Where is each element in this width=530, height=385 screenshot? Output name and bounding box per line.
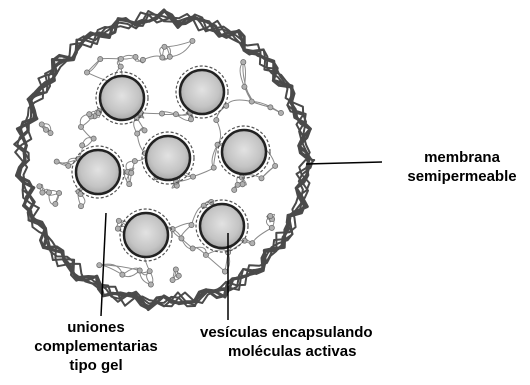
gel-node <box>176 273 181 278</box>
gel-node <box>53 201 58 206</box>
gel-node <box>80 143 85 148</box>
gel-node <box>127 182 132 187</box>
gel-node <box>235 182 240 187</box>
gel-node <box>40 190 45 195</box>
gel-node <box>249 99 254 104</box>
vesicle <box>142 132 194 184</box>
gel-node <box>43 127 48 132</box>
gel-node <box>232 187 237 192</box>
gel-node <box>66 163 71 168</box>
gel-node <box>39 122 44 127</box>
gel-node <box>148 282 153 287</box>
gel-node <box>167 54 172 59</box>
gel-node <box>190 174 195 179</box>
gel-node <box>132 158 137 163</box>
gel-node <box>116 218 121 223</box>
gel-node <box>147 269 152 274</box>
gel-node <box>48 130 53 135</box>
gel-node <box>188 117 193 122</box>
gel-node <box>140 57 145 62</box>
gel-node <box>137 268 142 273</box>
gel-node <box>203 252 208 257</box>
unions-label-line-1: uniones <box>12 318 180 337</box>
gel-node <box>269 225 274 230</box>
gel-node <box>87 112 92 117</box>
gel-node <box>120 272 125 277</box>
gel-node <box>97 263 102 268</box>
vesicle <box>196 200 248 252</box>
gel-node <box>173 112 178 117</box>
gel-node <box>190 246 195 251</box>
gel-node <box>91 136 96 141</box>
gel-node <box>129 170 134 175</box>
vesicle <box>72 146 124 198</box>
gel-node <box>190 38 195 43</box>
gel-node <box>173 267 178 272</box>
gel-node <box>240 182 245 187</box>
gel-node <box>56 190 61 195</box>
gel-node <box>54 159 59 164</box>
gel-node <box>118 64 123 69</box>
unions-label-line-2: complementarias <box>12 337 180 356</box>
gel-node <box>78 204 83 209</box>
vesicles-label-line-1: vesículas encapsulando <box>200 323 460 342</box>
gel-node <box>118 56 123 61</box>
vesicles-label: vesículas encapsulando moléculas activas <box>200 323 460 361</box>
gel-node <box>242 84 247 89</box>
gel-node <box>159 111 164 116</box>
vesicle <box>120 209 172 261</box>
gel-node <box>189 222 194 227</box>
gel-node <box>214 117 219 122</box>
gel-node <box>133 54 138 59</box>
vesicle <box>96 72 148 124</box>
gel-node <box>135 131 140 136</box>
gel-strand <box>100 59 121 60</box>
membrane-label-line-2: semipermeable <box>388 167 530 186</box>
membrane-label: membrana semipermeable <box>388 148 530 186</box>
gel-node <box>273 163 278 168</box>
gel-node <box>241 60 246 65</box>
unions-label-line-3: tipo gel <box>12 356 180 375</box>
gel-node <box>115 226 120 231</box>
gel-node <box>37 184 42 189</box>
gel-node <box>98 56 103 61</box>
gel-node <box>179 236 184 241</box>
gel-node <box>259 176 264 181</box>
gel-node <box>46 190 51 195</box>
gel-node <box>268 213 273 218</box>
gel-node <box>142 128 147 133</box>
gel-unions-label: uniones complementarias tipo gel <box>12 318 180 375</box>
membrane-pointer-line <box>306 162 382 164</box>
gel-node <box>278 110 283 115</box>
gel-node <box>170 277 175 282</box>
gel-node <box>211 165 216 170</box>
vesicle <box>218 126 270 178</box>
gel-node <box>84 70 89 75</box>
gel-node <box>78 124 83 129</box>
gel-node <box>268 105 273 110</box>
gel-node <box>250 241 255 246</box>
membrane-label-line-1: membrana <box>388 148 530 167</box>
gel-node <box>160 55 165 60</box>
vesicles-label-line-2: moléculas activas <box>200 342 460 361</box>
gel-node <box>162 44 167 49</box>
gel-node <box>222 269 227 274</box>
vesicle <box>176 66 228 118</box>
